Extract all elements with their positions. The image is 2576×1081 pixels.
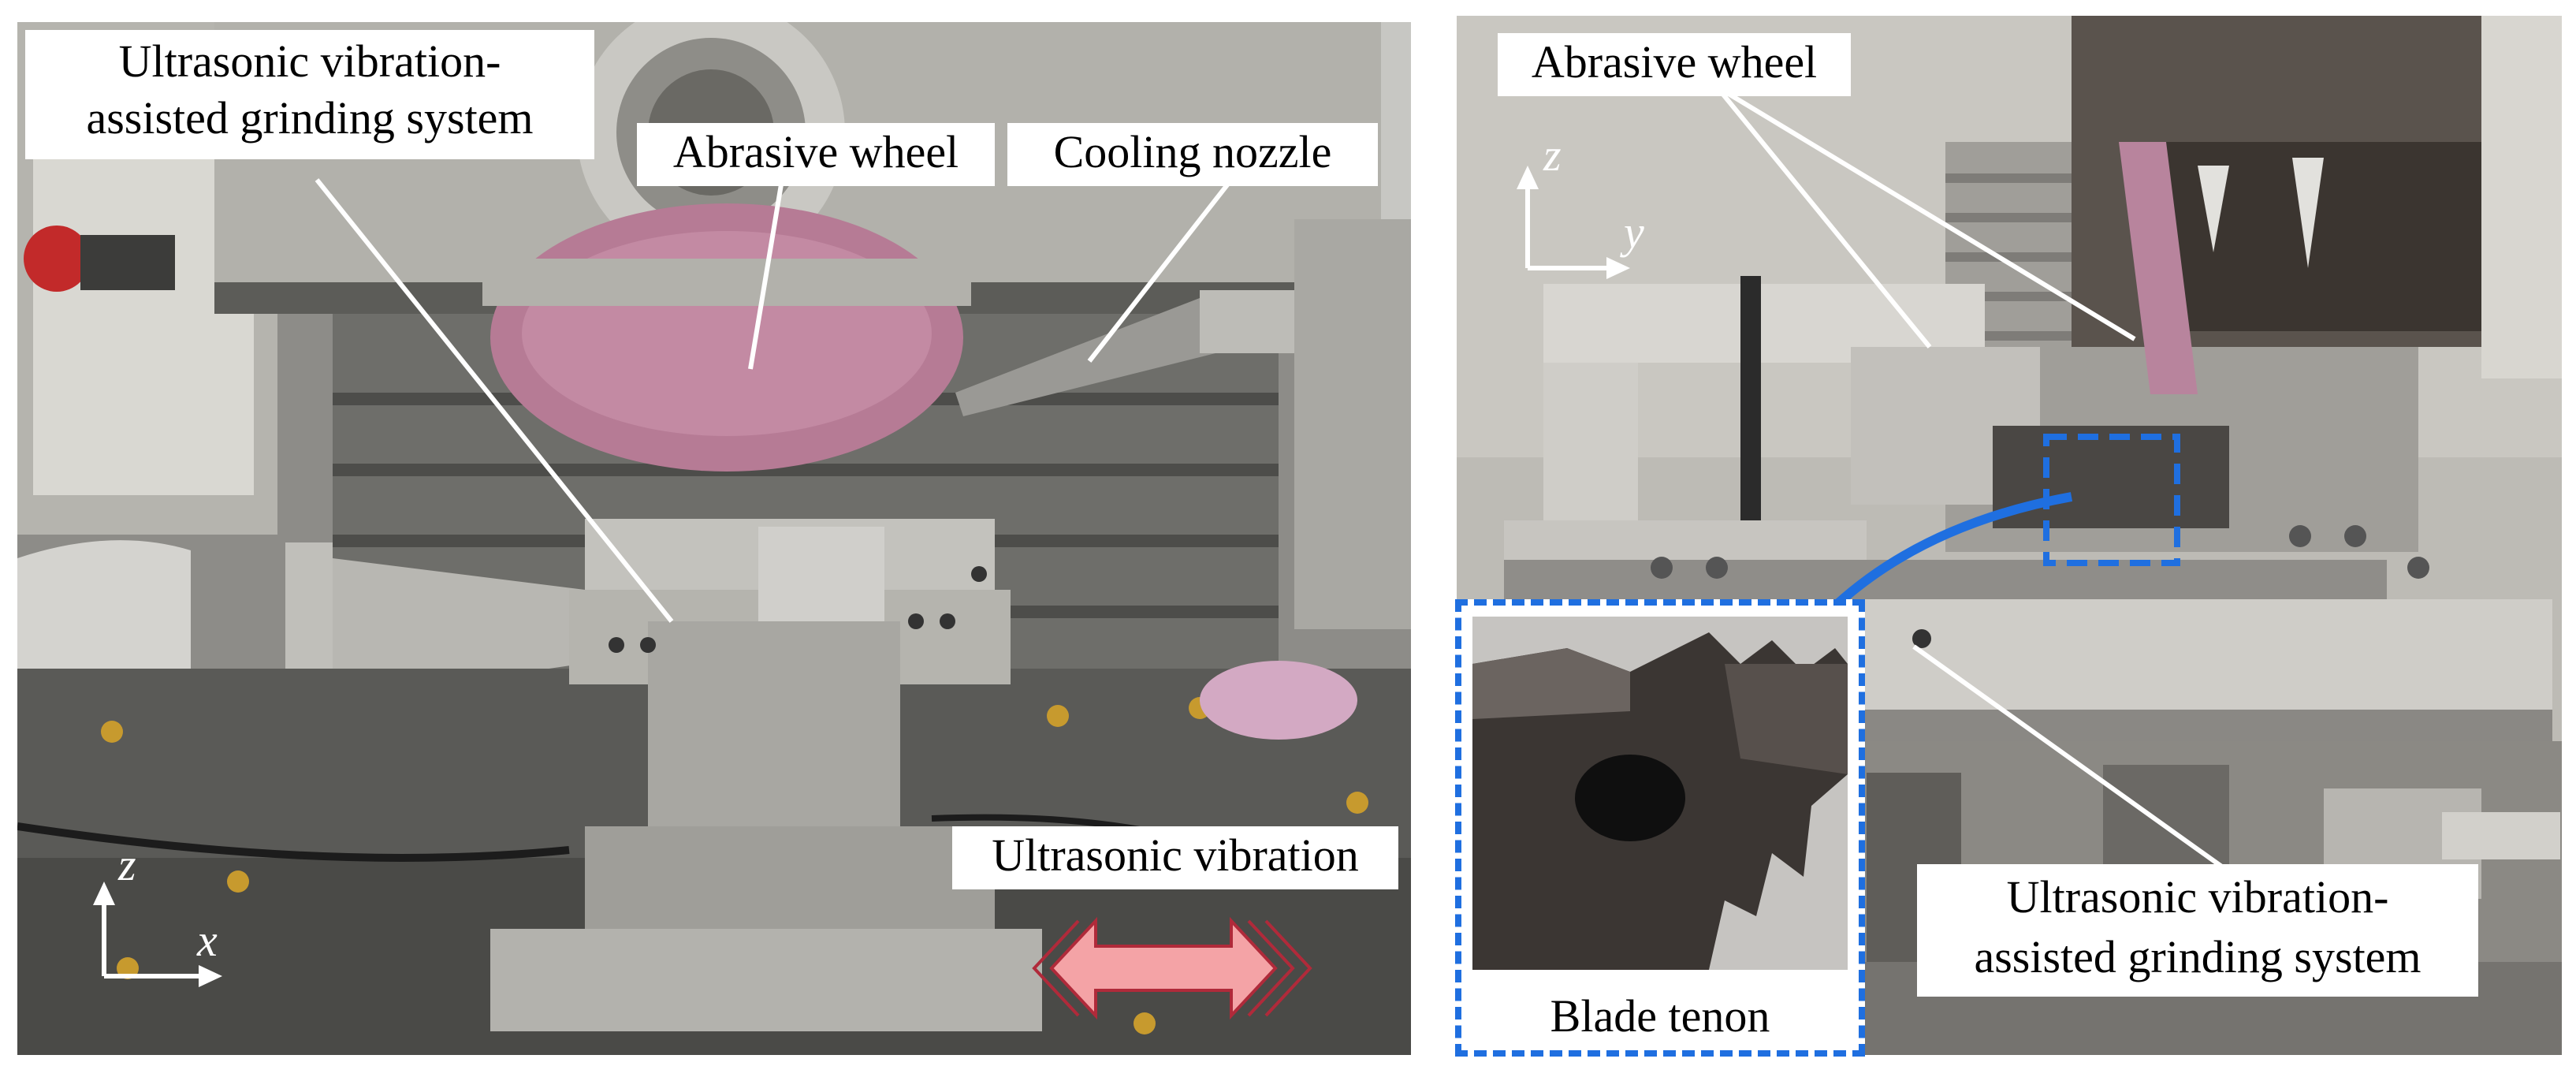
label-system-right-line2: assisted grinding system [1974, 931, 2422, 982]
axis-arrows-yz [1517, 166, 1630, 279]
leader-line-system [315, 178, 674, 623]
label-system-line1: Ultrasonic vibration- [118, 35, 501, 87]
blade-tenon-photo [1472, 617, 1848, 970]
label-ultrasonic-vibration: Ultrasonic vibration [952, 826, 1398, 889]
leader-line-system-right [1912, 644, 2247, 885]
label-vibration-grinding-system-right: Ultrasonic vibration- assisted grinding … [1917, 864, 2478, 997]
label-abrasive-wheel-right: Abrasive wheel [1498, 33, 1851, 96]
axis-label-y-right: y [1624, 207, 1644, 258]
ultrasonic-vibration-arrow [1032, 916, 1312, 1020]
leader-line-wheel [748, 179, 784, 370]
label-system-right-line1: Ultrasonic vibration- [2006, 871, 2389, 923]
label-cooling-nozzle: Cooling nozzle [1007, 123, 1378, 186]
axis-label-z: z [118, 839, 136, 890]
blade-tenon-inset: Blade tenon [1455, 599, 1865, 1057]
label-vibration-grinding-system: Ultrasonic vibration- assisted grinding … [25, 30, 594, 159]
label-system-line2: assisted grinding system [86, 92, 534, 144]
leader-line-wheel-right [1714, 85, 1932, 349]
inset-caption: Blade tenon [1550, 990, 1770, 1042]
leader-line-nozzle [1087, 178, 1234, 363]
left-photo-panel: Ultrasonic vibration- assisted grinding … [17, 22, 1411, 1055]
axis-label-x: x [197, 915, 218, 966]
axis-label-z-right: z [1543, 129, 1562, 181]
axis-arrows-xz [93, 882, 222, 987]
label-abrasive-wheel: Abrasive wheel [637, 123, 995, 186]
right-photo-panel: Abrasive wheel Ultrasonic vibration- ass… [1457, 16, 2562, 1055]
